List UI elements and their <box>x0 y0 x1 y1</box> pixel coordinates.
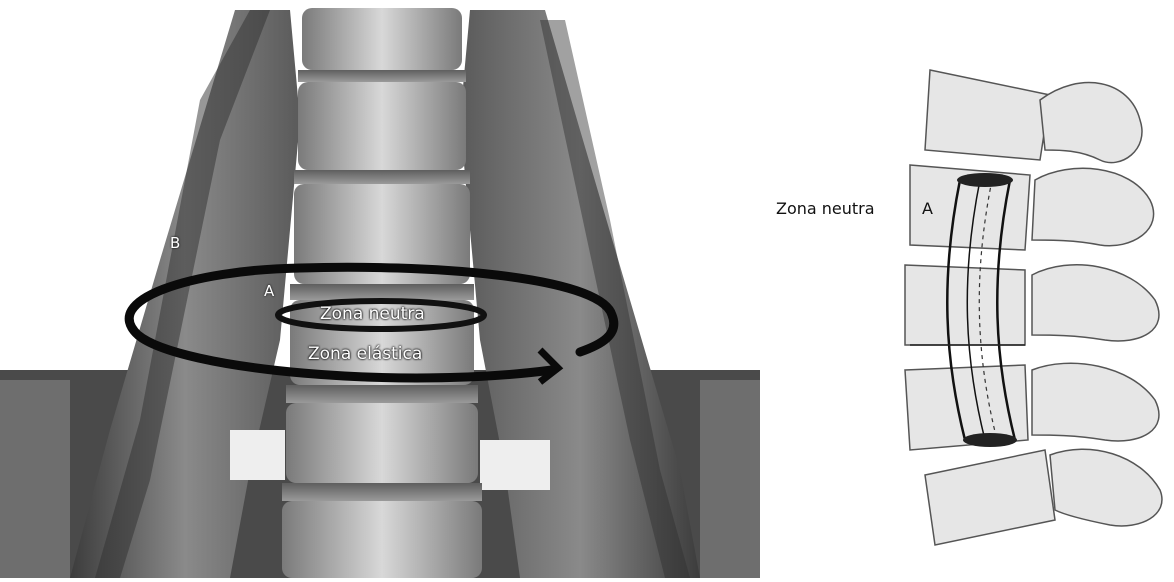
posterior-element <box>1032 265 1159 341</box>
lateral-spine-drawing <box>770 0 1174 578</box>
right-gap <box>480 440 550 490</box>
lateral-spine-illustration: Zona neutra A <box>770 0 1174 578</box>
disc-label-a: A <box>264 284 274 299</box>
vertebra <box>282 501 482 578</box>
disc <box>286 385 478 403</box>
vertebra <box>302 8 462 70</box>
spine-muscle-illustration: B A Zona neutra Zona elástica <box>0 0 760 578</box>
cylinder-bottom-cap <box>963 433 1017 447</box>
vertebra <box>298 82 466 170</box>
disc <box>294 170 470 184</box>
cylinder-top-cap <box>957 173 1013 187</box>
disc <box>298 70 466 82</box>
posterior-element <box>1032 168 1154 245</box>
vertebra <box>286 403 478 483</box>
pelvis-left-edge <box>0 380 70 578</box>
disc <box>282 483 482 501</box>
vertebral-body <box>905 265 1025 345</box>
vertebral-body <box>925 450 1055 545</box>
lateral-label-a: A <box>922 201 933 217</box>
pelvis-right-edge <box>700 380 760 578</box>
neutral-zone-label: Zona neutra <box>320 306 425 323</box>
spine-muscle-drawing <box>0 0 760 578</box>
elastic-zone-label: Zona elástica <box>308 346 422 363</box>
posterior-element <box>1032 363 1159 441</box>
vertebral-body <box>925 70 1050 160</box>
vertebral-column <box>282 8 482 578</box>
posterior-element <box>1040 83 1142 163</box>
posterior-element <box>1050 449 1162 526</box>
muscle-label-b: B <box>170 236 180 251</box>
left-gap <box>230 430 285 480</box>
disc <box>290 284 474 300</box>
lateral-neutral-zone-label: Zona neutra <box>776 201 875 217</box>
